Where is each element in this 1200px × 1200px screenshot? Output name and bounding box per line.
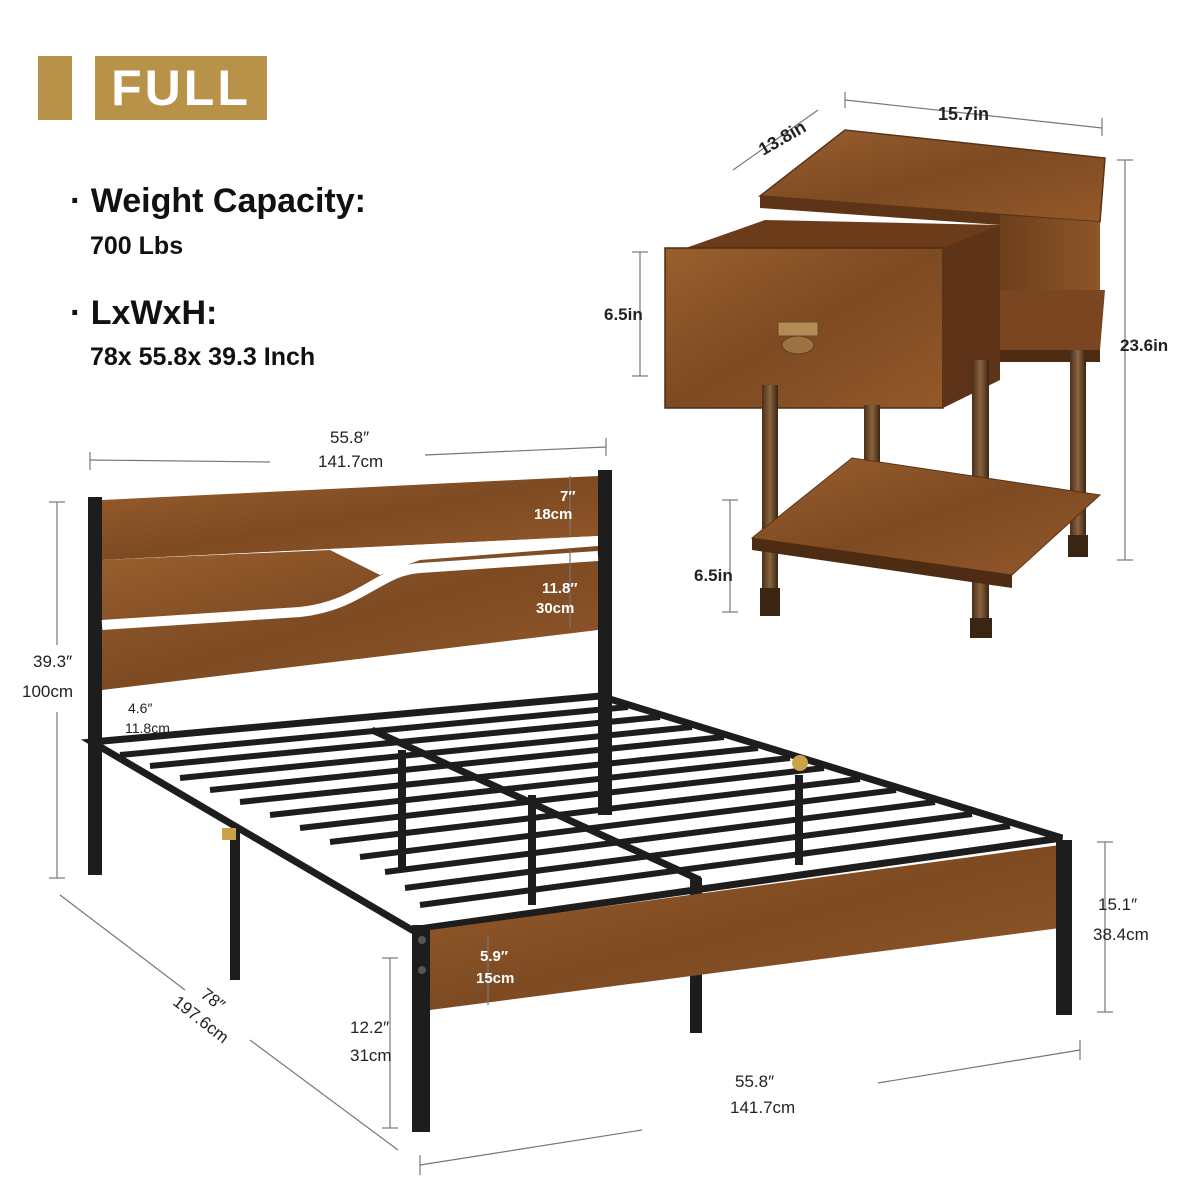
headboard-lower-panel-in: 11.8″ [542, 580, 578, 597]
footboard-total-height-cm: 38.4cm [1093, 925, 1149, 944]
spec-weight-value: 700 Lbs [90, 232, 184, 260]
under-bed-clearance-cm: 31cm [350, 1046, 392, 1065]
nightstand-shelf-height-label: 6.5in [694, 566, 733, 585]
footboard-height-in: 5.9″ [480, 948, 509, 965]
spec-dimensions-value: 78x 55.8x 39.3 Inch [90, 343, 316, 371]
headboard-height-in: 39.3″ [33, 652, 73, 671]
headboard-gap-cm: 11.8cm [125, 720, 170, 736]
size-badge: FULL [95, 56, 267, 120]
nightstand-dimension-lines [632, 92, 1133, 613]
nightstand-drawer-height-label: 6.5in [604, 305, 643, 324]
headboard-gap-in: 4.6″ [128, 700, 153, 716]
headboard-width-in: 55.8″ [330, 428, 370, 447]
bed-dimension-lines [49, 438, 1113, 1175]
headboard-width-cm: 141.7cm [318, 452, 384, 471]
headboard-height-cm: 100cm [22, 682, 74, 701]
footboard-height-cm: 15cm [476, 970, 515, 987]
spec-dimensions-heading: · LxWxH: [70, 294, 218, 332]
badge-accent-square [38, 56, 72, 120]
footboard-width-in: 55.8″ [735, 1072, 775, 1091]
headboard-top-panel-cm: 18cm [534, 506, 573, 523]
footboard-total-height-in: 15.1″ [1098, 895, 1138, 914]
nightstand-height-label: 23.6in [1120, 336, 1169, 355]
spec-weight-heading: · Weight Capacity: [70, 182, 366, 220]
footboard-width-cm: 141.7cm [730, 1098, 796, 1117]
under-bed-clearance-in: 12.2″ [350, 1018, 390, 1037]
bed-frame [80, 470, 1072, 1132]
headboard-lower-panel-cm: 30cm [536, 600, 575, 617]
nightstand-width-label: 15.7in [938, 104, 990, 124]
headboard-top-panel-in: 7″ [560, 488, 576, 505]
nightstand [664, 129, 1106, 638]
